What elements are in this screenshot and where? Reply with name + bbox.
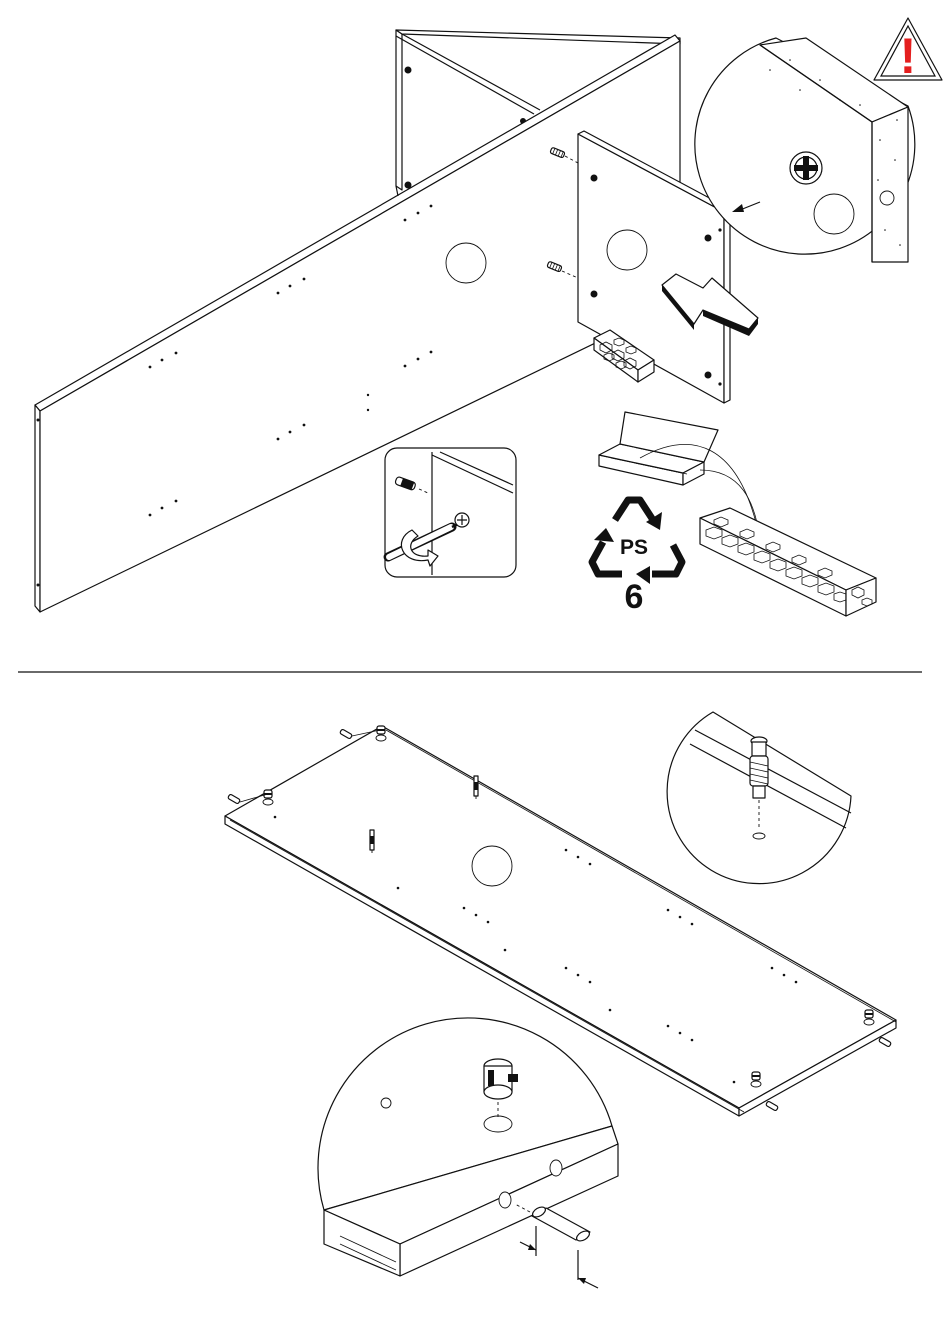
warning-symbol: ! xyxy=(900,28,917,84)
screwdriver-detail-box xyxy=(385,448,516,577)
cam-housing-detail-magnifier xyxy=(318,1018,618,1288)
cam-bolt-detail-magnifier xyxy=(667,712,851,884)
step-1-panel-cam-lock-assembly: ! xyxy=(35,18,942,616)
recycling-resin-number: 6 xyxy=(625,578,644,616)
warning-icon: ! xyxy=(874,18,942,84)
cam-lock-fitting xyxy=(790,152,822,184)
recycling-material-code: PS xyxy=(620,536,648,559)
recycling-ps6-icon: PS 6 xyxy=(592,500,682,616)
styrofoam-block-icon xyxy=(700,508,876,616)
step-2-cam-and-dowel-insertion xyxy=(225,712,896,1288)
